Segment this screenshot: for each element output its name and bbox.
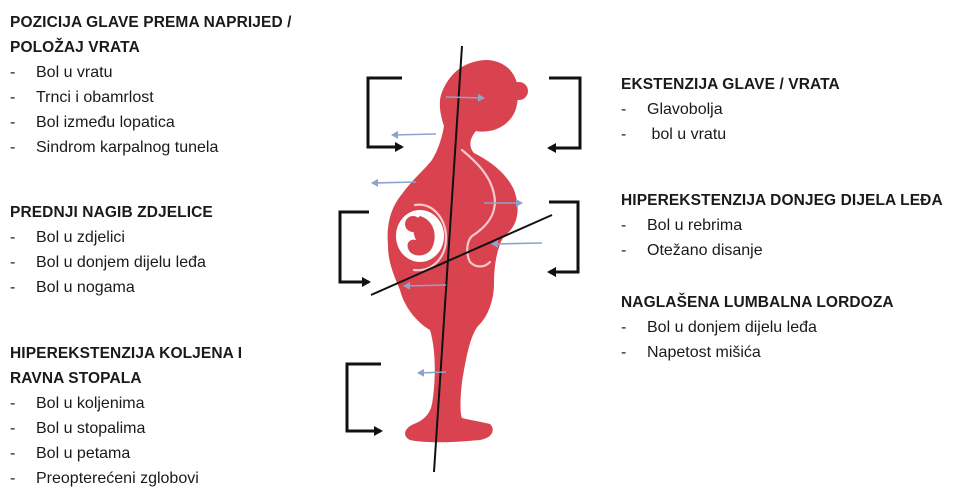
fetus-icon bbox=[396, 210, 444, 262]
bracket-head-left bbox=[368, 78, 402, 147]
arrow-knee-back bbox=[418, 372, 446, 373]
arrow-lumbar-back bbox=[492, 243, 542, 244]
bracket-head-right bbox=[549, 78, 580, 148]
arrow-neck-forward bbox=[446, 97, 484, 98]
arrow-shoulder-back bbox=[392, 134, 436, 135]
bracket-back-right bbox=[549, 202, 578, 272]
arrow-belly-back bbox=[372, 182, 416, 183]
arrow-hip-back bbox=[404, 285, 446, 286]
bracket-pelvis-left bbox=[340, 212, 369, 282]
bracket-knee-left bbox=[347, 364, 381, 431]
